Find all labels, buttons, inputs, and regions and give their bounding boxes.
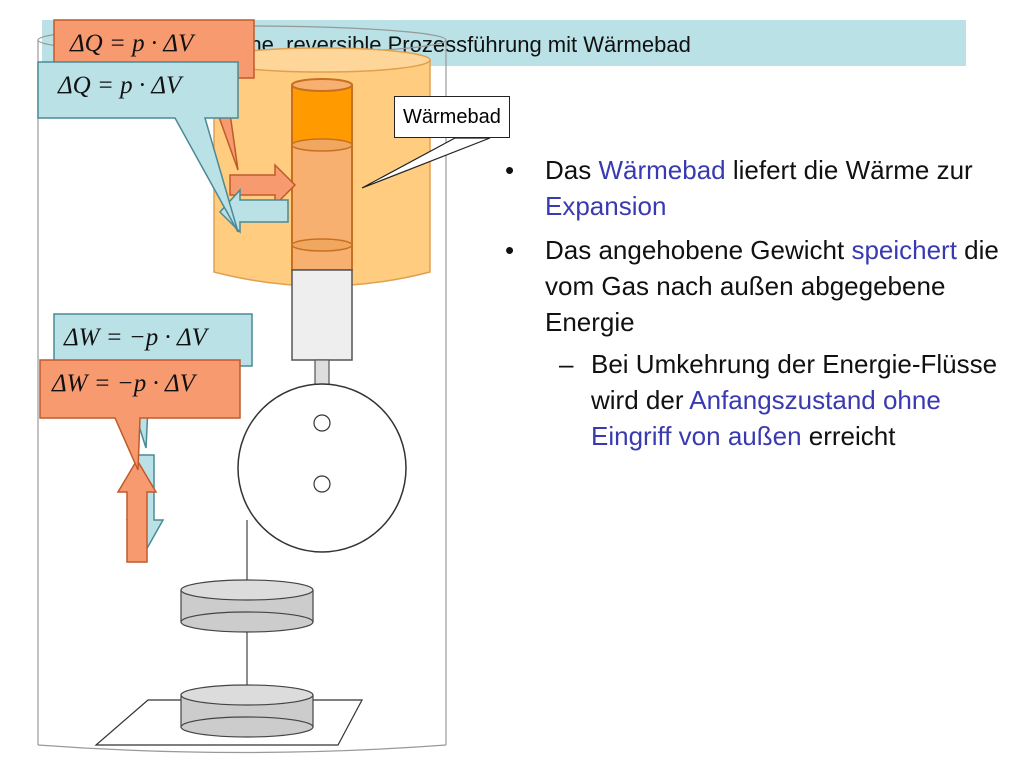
formula-q-teal: ΔQ = p · ΔV [58, 72, 182, 99]
piston-top [291, 138, 353, 152]
formula-w-teal: ΔW = −p · ΔV [64, 324, 207, 351]
wheel-hole-center [313, 475, 331, 493]
heat-arrow-left [218, 188, 289, 234]
weight-upper-top [180, 579, 314, 601]
bullet-2: Das angehobene Gewicht speichert die vom… [505, 232, 1005, 454]
bullet-list: Das Wärmebad liefert die Wärme zur Expan… [505, 152, 1005, 462]
heat-bath-label: Wärmebad [394, 96, 510, 138]
outer-cylinder-bottom [37, 744, 447, 754]
sub-bullet-post: erreicht [801, 421, 896, 451]
formula-q-orange: ΔQ = p · ΔV [70, 30, 194, 57]
bullet-1: Das Wärmebad liefert die Wärme zur Expan… [505, 152, 1005, 224]
work-arrow-up [116, 458, 158, 563]
piston-body [291, 269, 353, 361]
weight-lower-top [180, 684, 314, 706]
formula-w-orange: ΔW = −p · ΔV [52, 370, 195, 397]
bullet-2-post: die vom Gas nach außen abgegebene Energi… [545, 235, 999, 337]
weight-upper-bottom [180, 611, 314, 633]
bullet-2-highlight: speichert [851, 235, 957, 265]
callout-q-teal [37, 61, 239, 233]
outer-cylinder [37, 40, 447, 745]
bullet-1-highlight-2: Expansion [545, 191, 667, 221]
bullet-1-highlight: Wärmebad [598, 155, 726, 185]
gas-top [291, 84, 353, 146]
weight-lower-bottom [180, 716, 314, 738]
sub-bullet-list: Bei Umkehrung der Energie-Flüsse wird de… [545, 346, 1005, 454]
wheel [237, 383, 407, 553]
sub-bullet-highlight: Anfangszustand ohne Eingriff von außen [591, 385, 941, 451]
bullet-2-pre: Das angehobene Gewicht [545, 235, 852, 265]
gas-cylinder-rim [291, 78, 353, 92]
sub-bullet-1: Bei Umkehrung der Energie-Flüsse wird de… [545, 346, 1005, 454]
sub-bullet-pre: Bei Umkehrung der Energie-Flüsse wird de… [591, 349, 998, 415]
bullet-1-pre: Das [545, 155, 599, 185]
bullet-1-post: liefert die Wärme zur [725, 155, 973, 185]
piston-bottom [291, 238, 353, 252]
callout-w-orange [39, 359, 241, 471]
wheel-hole-top [313, 414, 331, 432]
label-pointer [361, 137, 491, 189]
